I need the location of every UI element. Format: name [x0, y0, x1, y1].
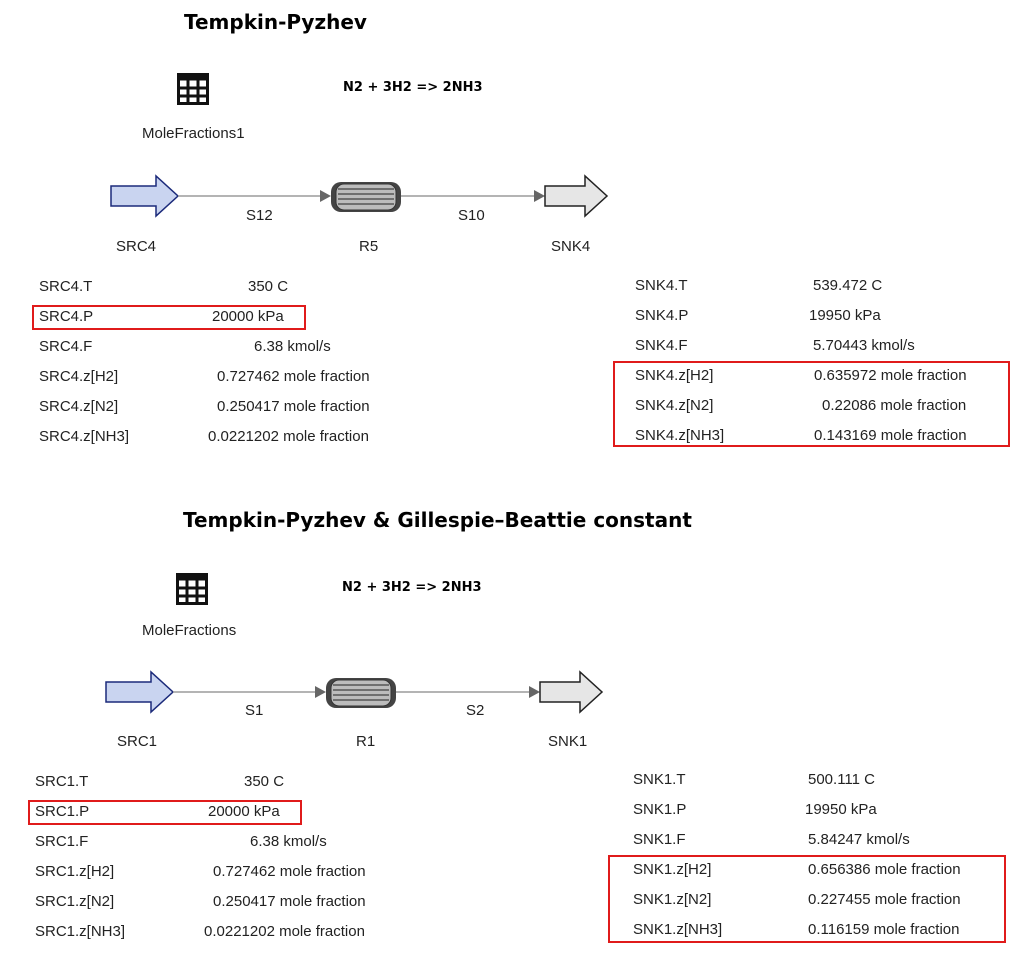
reactor-icon[interactable]: [326, 678, 396, 708]
src-prop-name: SRC4.T: [39, 278, 93, 295]
snk-prop-name: SNK1.T: [633, 771, 686, 788]
stream-s1-label: S1: [245, 702, 264, 719]
reaction-equation: N2 + 3H2 => 2NH3: [343, 80, 483, 95]
snk-prop-value: 0.227455 mole fraction: [808, 891, 961, 908]
snk-prop-value: 0.656386 mole fraction: [808, 861, 961, 878]
snk-prop-name: SNK1.z[N2]: [633, 891, 712, 908]
flowsheet-canvas: [110, 174, 609, 218]
src-prop-value: 6.38 kmol/s: [254, 338, 331, 355]
sink-label: SNK1: [548, 733, 588, 750]
snk-prop-value: 500.111 C: [808, 771, 875, 788]
src-prop-value: 0.727462 mole fraction: [213, 863, 366, 880]
src-prop-value: 6.38 kmol/s: [250, 833, 327, 850]
snk-prop-value: 0.635972 mole fraction: [814, 367, 967, 384]
snk-prop-name: SNK4.z[N2]: [635, 397, 714, 414]
section-title: Tempkin-Pyzhev & Gillespie–Beattie const…: [183, 508, 692, 532]
snk-prop-value: 19950 kPa: [809, 307, 881, 324]
src-prop-name: SRC1.z[H2]: [35, 863, 115, 880]
src-prop-value: 20000 kPa: [212, 308, 284, 325]
src-prop-name: SRC1.P: [35, 803, 90, 820]
flowsheet-section-2: Tempkin-Pyzhev & Gillespie–Beattie const…: [0, 496, 1024, 974]
src-prop-name: SRC4.z[NH3]: [39, 428, 130, 445]
stream-s12-label: S12: [246, 207, 273, 224]
src-prop-value: 20000 kPa: [208, 803, 280, 820]
src-prop-value: 0.250417 mole fraction: [213, 893, 366, 910]
stream-s12-line[interactable]: [178, 190, 331, 202]
snk-prop-value: 0.143169 mole fraction: [814, 427, 967, 444]
source-icon[interactable]: [110, 174, 180, 218]
reactor-label: R5: [359, 238, 379, 255]
composition-highlight-box: [613, 361, 1010, 447]
src-prop-value: 350 C: [244, 773, 285, 790]
snk-prop-value: 19950 kPa: [805, 801, 877, 818]
src-prop-name: SRC1.z[N2]: [35, 893, 115, 910]
reaction-equation: N2 + 3H2 => 2NH3: [342, 580, 482, 595]
snk-prop-value: 539.472 C: [813, 277, 883, 294]
snk-prop-name: SNK4.z[H2]: [635, 367, 714, 384]
section-title: Tempkin-Pyzhev: [184, 10, 367, 34]
snk-prop-name: SNK1.F: [633, 831, 686, 848]
pressure-highlight-box: [28, 800, 302, 825]
src-prop-value: 0.727462 mole fraction: [217, 368, 370, 385]
src-prop-value: 350 C: [248, 278, 289, 295]
snk-prop-value: 0.22086 mole fraction: [822, 397, 967, 414]
snk-prop-name: SNK4.P: [635, 307, 689, 324]
src-prop-name: SRC4.z[N2]: [39, 398, 119, 415]
source-label: SRC4: [116, 238, 157, 255]
composition-highlight-box: [608, 855, 1006, 943]
snk-prop-value: 5.84247 kmol/s: [808, 831, 910, 848]
sink-label: SNK4: [551, 238, 591, 255]
flowsheet-section-1: Tempkin-Pyzhev N2 + 3H2 => 2NH3 MoleFrac…: [0, 0, 1024, 478]
snk-prop-name: SNK1.P: [633, 801, 687, 818]
table-grid-icon[interactable]: [177, 73, 209, 105]
snk-prop-name: SNK1.z[H2]: [633, 861, 712, 878]
stream-s10-label: S10: [458, 207, 485, 224]
snk-prop-value: 5.70443 kmol/s: [813, 337, 915, 354]
sink-icon[interactable]: [544, 174, 609, 218]
src-prop-name: SRC4.F: [39, 338, 93, 355]
snk-prop-name: SNK4.T: [635, 277, 688, 294]
snk-prop-name: SNK4.F: [635, 337, 688, 354]
mole-fractions-label: MoleFractions: [142, 622, 237, 639]
source-icon[interactable]: [105, 670, 175, 714]
stream-s10-line[interactable]: [401, 190, 545, 202]
stream-s2-label: S2: [466, 702, 485, 719]
src-prop-name: SRC1.z[NH3]: [35, 923, 126, 940]
snk-prop-name: SNK1.z[NH3]: [633, 921, 723, 938]
src-prop-value: 0.0221202 mole fraction: [204, 923, 365, 940]
src-prop-name: SRC1.F: [35, 833, 89, 850]
src-prop-name: SRC4.P: [39, 308, 94, 325]
sink-icon[interactable]: [539, 670, 604, 714]
snk-prop-name: SNK4.z[NH3]: [635, 427, 725, 444]
source-label: SRC1: [117, 733, 158, 750]
src-prop-name: SRC1.T: [35, 773, 89, 790]
table-grid-icon[interactable]: [176, 573, 208, 605]
stream-s1-line[interactable]: [173, 686, 326, 698]
pressure-highlight-box: [32, 305, 306, 330]
reactor-icon[interactable]: [331, 182, 401, 212]
src-prop-name: SRC4.z[H2]: [39, 368, 119, 385]
reactor-label: R1: [356, 733, 376, 750]
src-prop-value: 0.0221202 mole fraction: [208, 428, 369, 445]
stream-s2-line[interactable]: [396, 686, 540, 698]
snk-prop-value: 0.116159 mole fraction: [808, 921, 960, 938]
flowsheet-canvas: [105, 670, 604, 714]
src-prop-value: 0.250417 mole fraction: [217, 398, 370, 415]
mole-fractions-label: MoleFractions1: [142, 125, 245, 142]
